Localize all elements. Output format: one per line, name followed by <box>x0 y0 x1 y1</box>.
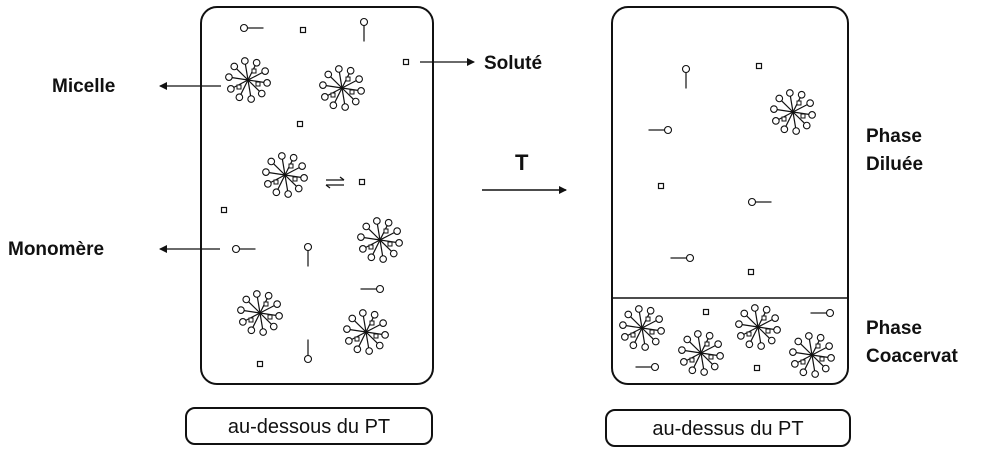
micelle <box>343 309 389 355</box>
solute <box>256 360 264 368</box>
micelle <box>319 65 365 111</box>
phase-coacervat-label-line2: Coacervat <box>866 346 959 367</box>
solute <box>747 268 755 276</box>
monomer <box>359 17 369 42</box>
monomer <box>747 197 772 207</box>
solute <box>358 178 366 186</box>
micelle <box>357 217 403 263</box>
below-pt-container <box>200 6 434 385</box>
above-pt-caption-box <box>605 409 851 447</box>
phase-diluee-label-line1: Phase <box>866 126 922 147</box>
micelle <box>789 332 835 378</box>
particles-layer <box>220 17 835 378</box>
micelle <box>225 57 271 103</box>
above-pt-caption: au-dessus du PT <box>652 418 803 440</box>
solute <box>702 308 710 316</box>
solute <box>657 182 665 190</box>
micelle-label: Micelle <box>52 76 115 97</box>
micelle <box>678 330 724 376</box>
monomer <box>670 253 695 263</box>
equilibrium-icon <box>325 176 345 189</box>
above-pt-container <box>611 6 849 385</box>
monomer <box>635 362 660 372</box>
micelle <box>735 304 781 350</box>
monomer <box>360 284 385 294</box>
micelle <box>770 89 816 135</box>
solute <box>296 120 304 128</box>
monomer <box>303 339 313 364</box>
below-pt-caption: au-dessous du PT <box>228 416 390 438</box>
solute <box>299 26 307 34</box>
monomer <box>681 64 691 89</box>
micelle <box>237 290 283 336</box>
monomer <box>648 125 673 135</box>
solute <box>220 206 228 214</box>
monomer <box>303 242 313 267</box>
solute <box>753 364 761 372</box>
temperature-label: T <box>515 150 529 175</box>
solute <box>755 62 763 70</box>
below-pt-caption-box <box>185 407 433 445</box>
solute <box>402 58 410 66</box>
monomer <box>810 308 835 318</box>
monomer <box>231 244 256 254</box>
monomer-label: Monomère <box>8 239 104 260</box>
phase-coacervat-label-line1: Phase <box>866 318 922 339</box>
micelle <box>262 152 308 198</box>
micelle <box>619 305 665 351</box>
monomer <box>239 23 264 33</box>
solute-label: Soluté <box>484 53 542 74</box>
phase-diluee-label-line2: Diluée <box>866 154 923 175</box>
